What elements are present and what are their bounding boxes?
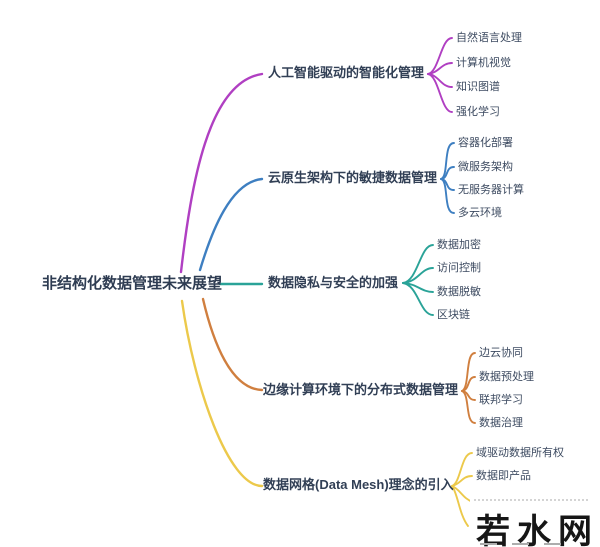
child-nlp: 自然语言处理: [456, 32, 522, 44]
branch-edge: 边缘计算环境下的分布式数据管理: [263, 382, 459, 397]
fan-ai: [427, 37, 453, 113]
child-multicloud: 多云环境: [458, 207, 502, 219]
fan-edge: [461, 352, 476, 424]
child-blockchain: 区块链: [437, 309, 470, 321]
child-knowledge-graph: 知识图谱: [456, 81, 500, 93]
child-access-control: 访问控制: [437, 262, 481, 274]
root-node: 非结构化数据管理未来展望: [42, 275, 223, 292]
child-domain-ownership: 域驱动数据所有权: [476, 447, 564, 459]
fan-cloud: [440, 142, 455, 214]
child-preprocessing: 数据预处理: [479, 371, 534, 383]
child-serverless: 无服务器计算: [458, 184, 524, 196]
child-data-masking: 数据脱敏: [437, 286, 481, 298]
watermark-subtext: [480, 543, 561, 545]
child-federated: 联邦学习: [479, 394, 523, 406]
watermark-text: 若水网: [476, 513, 599, 547]
obscured-text-line: [474, 499, 588, 501]
fan-privacy: [402, 244, 434, 316]
child-governance: 数据治理: [479, 417, 523, 429]
watermark: 若水网: [470, 492, 600, 547]
child-encryption: 数据加密: [437, 239, 481, 251]
edge-root-branch-ai: [179, 72, 264, 274]
child-container: 容器化部署: [458, 137, 513, 149]
edge-root-branch-cloud: [198, 177, 264, 272]
child-reinforcement: 强化学习: [456, 106, 500, 118]
branch-privacy: 数据隐私与安全的加强: [268, 275, 399, 290]
child-computer-vision: 计算机视觉: [456, 57, 511, 69]
child-edge-cloud: 边云协同: [479, 347, 523, 359]
edge-root-branch-edge: [201, 297, 264, 392]
branch-ai: 人工智能驱动的智能化管理: [268, 65, 425, 80]
branch-mesh: 数据网格(Data Mesh)理念的引入: [263, 477, 454, 492]
child-data-as-product: 数据即产品: [476, 470, 531, 482]
branch-cloud: 云原生架构下的敏捷数据管理: [268, 170, 438, 185]
child-microservice: 微服务架构: [458, 161, 513, 173]
edge-root-branch-mesh: [180, 299, 264, 488]
